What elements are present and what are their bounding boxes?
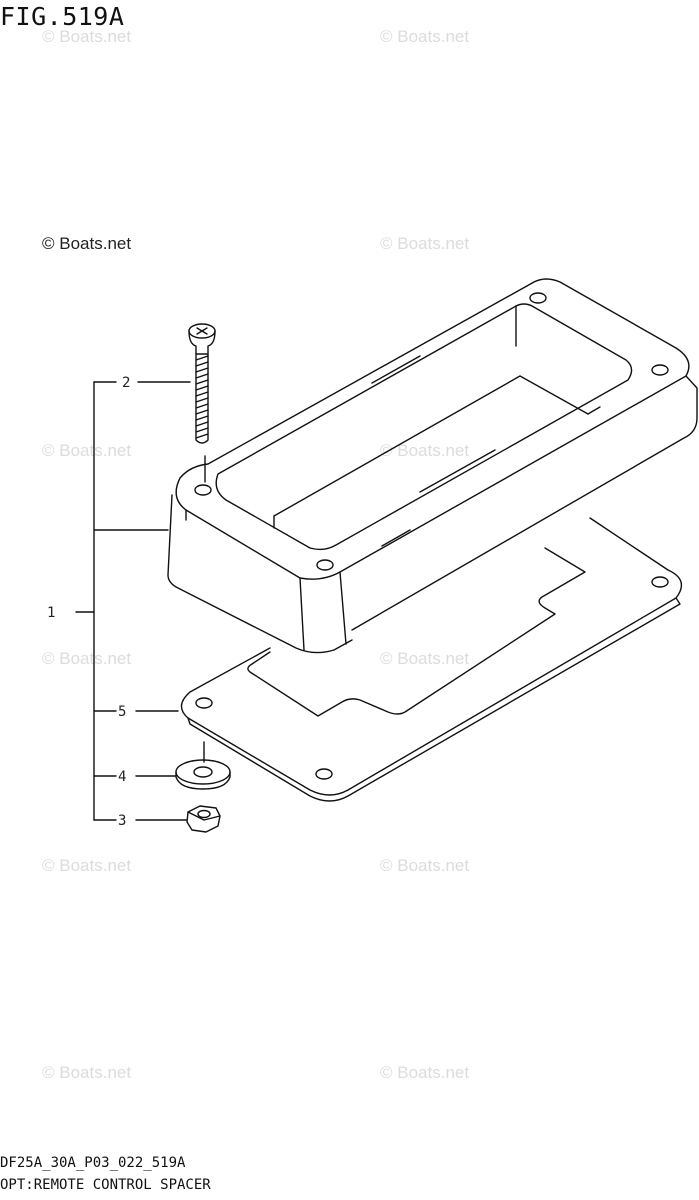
watermark: © Boats.net xyxy=(380,234,470,253)
watermark: © Boats.net xyxy=(42,441,132,460)
watermark: © Boats.net xyxy=(42,27,132,46)
figure-title: FIG.519A xyxy=(0,2,125,31)
watermark: © Boats.net xyxy=(380,441,470,460)
callout-label-3: 3 xyxy=(118,813,126,829)
watermark-prominent: © Boats.net xyxy=(42,234,132,253)
diagram-code: DF25A_30A_P03_022_519A xyxy=(0,1155,186,1171)
gasket-part-5 xyxy=(180,517,683,802)
callout-label-4: 4 xyxy=(118,769,126,785)
callout-bracket xyxy=(75,381,191,821)
callout-label-5: 5 xyxy=(118,704,126,720)
spacer-body-part-1 xyxy=(167,278,698,654)
watermark: © Boats.net xyxy=(380,856,470,875)
callout-label-1: 1 xyxy=(47,605,55,621)
watermark: © Boats.net xyxy=(42,856,132,875)
nut-part-3 xyxy=(186,805,221,833)
watermark: © Boats.net xyxy=(380,27,470,46)
diagram-caption: OPT:REMOTE CONTROL SPACER xyxy=(0,1177,211,1193)
watermark: © Boats.net xyxy=(380,649,470,668)
washer-part-4 xyxy=(175,741,231,790)
watermark: © Boats.net xyxy=(42,1063,132,1082)
screw-part-2 xyxy=(188,323,216,483)
callout-label-2: 2 xyxy=(122,375,130,391)
watermark: © Boats.net xyxy=(42,649,132,668)
watermark: © Boats.net xyxy=(380,1063,470,1082)
